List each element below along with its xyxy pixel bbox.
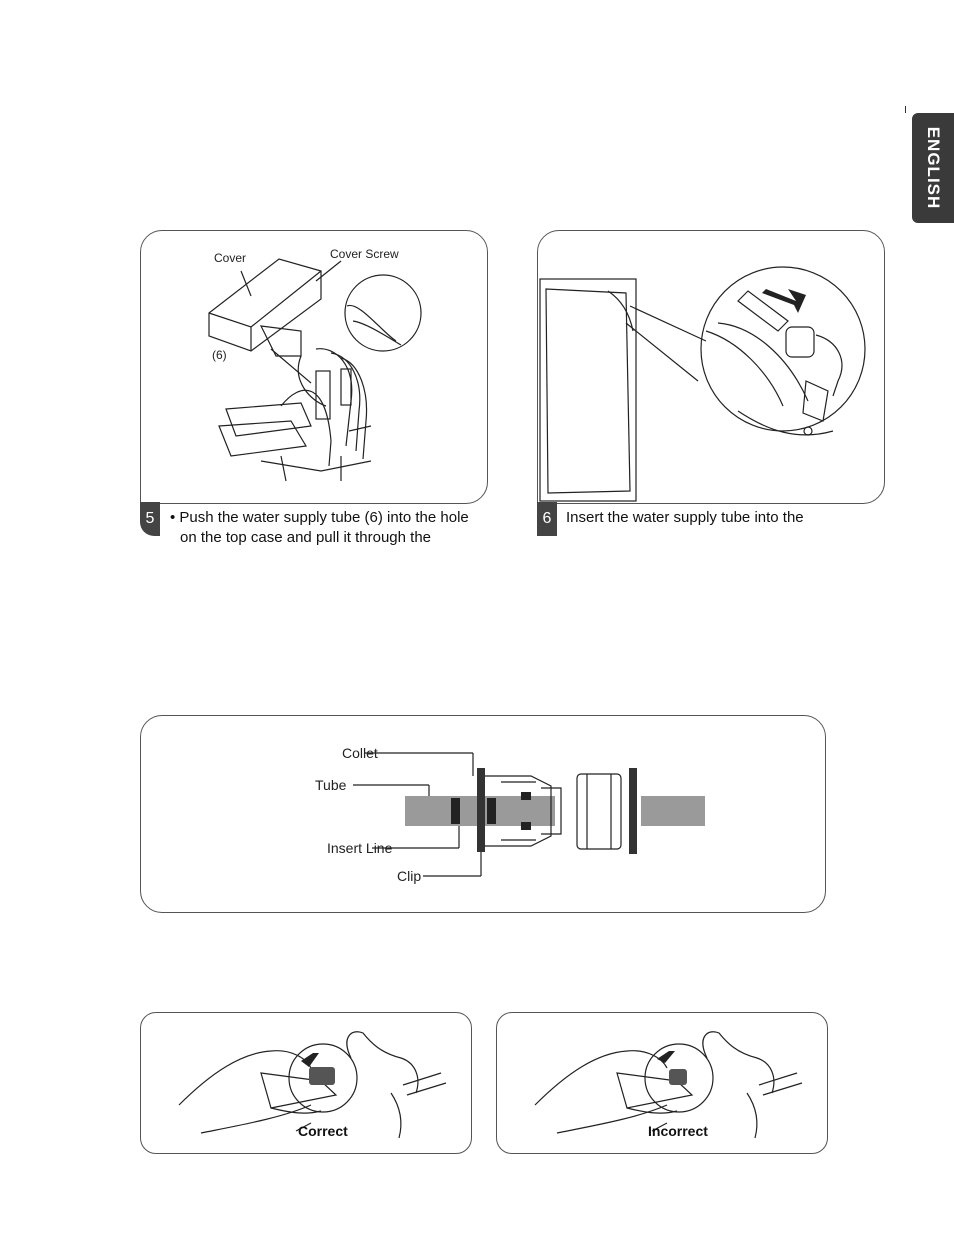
step5-line2: on the top case and pull it through the bbox=[170, 528, 469, 548]
label-clip: Clip bbox=[397, 868, 421, 884]
step6-number: 6 bbox=[537, 502, 557, 536]
step5-figure: Cover Cover Screw (6) bbox=[140, 230, 488, 504]
language-tab: ENGLISH bbox=[912, 113, 954, 223]
fitting-illustration bbox=[141, 716, 825, 912]
label-insert-line: Insert Line bbox=[327, 840, 392, 856]
step6-line1: Insert the water supply tube into the bbox=[566, 508, 804, 528]
step5-line1: • Push the water supply tube (6) into th… bbox=[170, 508, 469, 528]
step5-number: 5 bbox=[140, 502, 160, 536]
correct-caption: Correct bbox=[298, 1123, 348, 1139]
step6-figure bbox=[537, 230, 885, 504]
label-cover-screw: Cover Screw bbox=[330, 247, 399, 261]
incorrect-caption: Incorrect bbox=[648, 1123, 708, 1139]
language-tab-label: ENGLISH bbox=[923, 127, 943, 210]
fitting-diagram: Collet Tube Insert Line Clip bbox=[140, 715, 826, 913]
step5-illustration bbox=[141, 231, 487, 503]
label-cover: Cover bbox=[214, 251, 246, 265]
label-tube-ref: (6) bbox=[212, 348, 227, 362]
step6-illustration bbox=[538, 231, 884, 503]
margin-tick bbox=[905, 106, 906, 113]
correct-example: Correct bbox=[140, 1012, 472, 1154]
incorrect-example: Incorrect bbox=[496, 1012, 828, 1154]
label-collet: Collet bbox=[342, 745, 378, 761]
step5-text: • Push the water supply tube (6) into th… bbox=[170, 508, 469, 548]
label-tube: Tube bbox=[315, 777, 346, 793]
